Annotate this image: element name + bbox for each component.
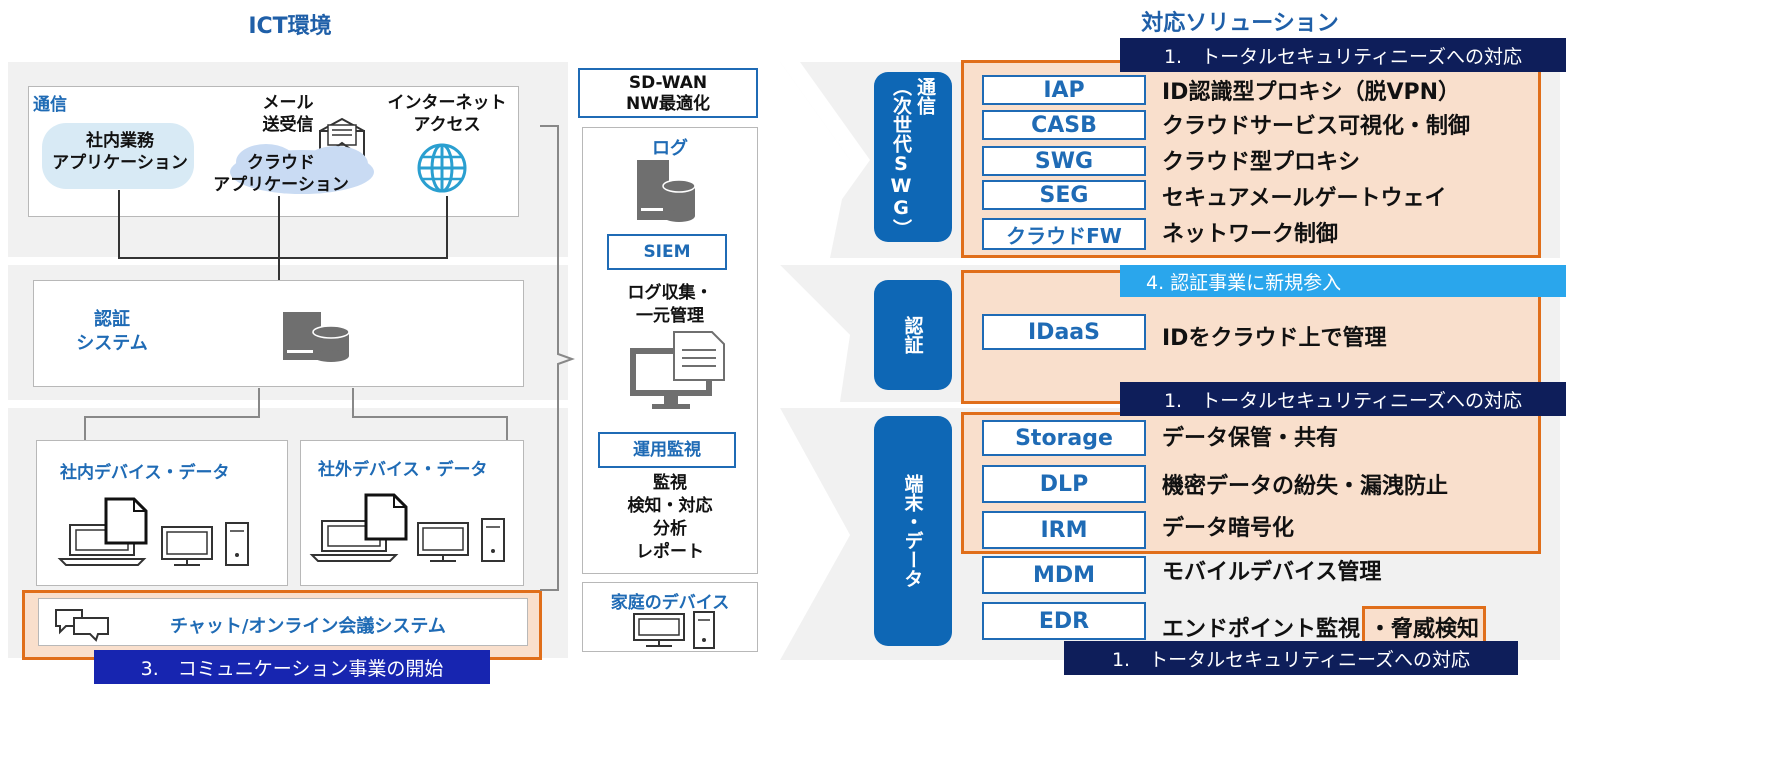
solution-swg-desc: クラウド型プロキシ [1162,150,1361,175]
banner-auth: 4. 認証事業に新規参入 [1120,265,1566,297]
left-title: ICT環境 [248,14,332,39]
chat-panel [38,598,528,646]
solution-cloudfw-label: クラウドFW [982,218,1146,250]
solution-swg-label: SWG [982,146,1146,176]
solution-seg-desc: セキュアメールゲートウェイ [1162,186,1447,211]
monitor-doc-icon [630,331,725,409]
solution-edr-desc-a: エンドポイント監視 [1162,617,1361,642]
solution-mdm-desc: モバイルデバイス管理 [1162,560,1382,585]
solution-idaas-desc: IDをクラウド上で管理 [1162,326,1387,351]
category-comm-label: 通信 （次世代SWG） [890,76,936,238]
solution-iap-desc: ID認識型プロキシ（脱VPN） [1162,80,1461,105]
solution-idaas-label: IDaaS [982,314,1146,350]
solution-seg-label: SEG [982,180,1146,210]
connector [446,196,448,258]
banner-total-1: 1. トータルセキュリティニーズへの対応 [1120,38,1566,72]
connector [506,416,508,440]
solution-irm-label: IRM [982,511,1146,549]
auth-system-label: 認証 システム [76,309,148,354]
solution-iap-label: IAP [982,75,1146,105]
connector [118,257,448,259]
chat-system-label: チャット/オンライン会議システム [170,616,446,637]
server-icon [283,312,350,362]
solution-storage-desc: データ保管・共有 [1162,426,1339,451]
solution-dlp-label: DLP [982,465,1146,503]
solution-storage-label: Storage [982,420,1146,456]
solution-cloudfw-desc: ネットワーク制御 [1162,222,1339,247]
connector [118,190,120,258]
banner-total-3: 1. トータルセキュリティニーズへの対応 [1064,641,1518,675]
log-collect-label: ログ収集・ 一元管理 [627,283,713,326]
right-title: 対応ソリューション [1141,11,1339,36]
laptop-doc-icon [57,497,249,566]
category-auth: 認証 [874,280,952,390]
chat-bubbles-icon [55,609,109,642]
internet-label: インターネット アクセス [387,93,507,135]
solution-irm-desc: データ暗号化 [1162,516,1295,541]
log-label: ログ [652,138,688,159]
solution-mdm-label: MDM [982,556,1146,594]
mail-icon [319,117,365,160]
category-auth-label: 認証 [901,316,924,354]
banner-auth-text: 4. 認証事業に新規参入 [1146,271,1342,294]
category-endpoint: 端末・データ [874,416,952,646]
internal-app-cloud [42,123,194,189]
solution-casb-desc: クラウドサービス可視化・制御 [1162,114,1471,139]
connector [84,416,260,418]
desktop-icon [633,611,715,649]
banner-communication: 3. コミュニケーション事業の開始 [94,650,490,684]
solution-casb-label: CASB [982,110,1146,140]
globe-icon [417,143,467,193]
server-icon [637,160,696,222]
cloud-shape [230,144,374,194]
internal-device-label: 社内デバイス・データ [60,463,230,483]
ops-detail-label: 監視 検知・対応 分析 レポート [627,473,713,562]
auth-panel [33,280,524,387]
connector [84,416,86,440]
connector [352,416,508,418]
siem-box: SIEM [607,234,727,270]
sdwan-title-overlay [580,70,756,92]
connector [278,196,280,280]
comm-panel-label: 通信 [33,95,67,115]
internal-device-panel [36,440,288,586]
category-endpoint-label: 端末・データ [901,474,924,588]
external-device-label: 社外デバイス・データ [318,460,488,480]
internal-app-label: 社内業務 アプリケーション [52,131,188,173]
bracket [540,125,575,591]
solution-dlp-desc: 機密データの紛失・漏洩防止 [1162,474,1449,499]
mail-label: メール 送受信 [262,93,314,135]
connector [258,388,260,418]
home-device-label: 家庭のデバイス [610,593,730,613]
laptop-doc-icon [309,493,505,562]
solution-edr-label: EDR [982,602,1146,640]
cloud-app-label: クラウド アプリケーション [213,153,349,195]
sdwan-box: SD-WAN NW最適化 [578,68,758,118]
ops-monitor-box: 運用監視 [598,432,736,468]
category-comm: 通信 （次世代SWG） [874,72,952,242]
connector [352,388,354,418]
banner-total-2: 1. トータルセキュリティニーズへの対応 [1120,382,1566,416]
